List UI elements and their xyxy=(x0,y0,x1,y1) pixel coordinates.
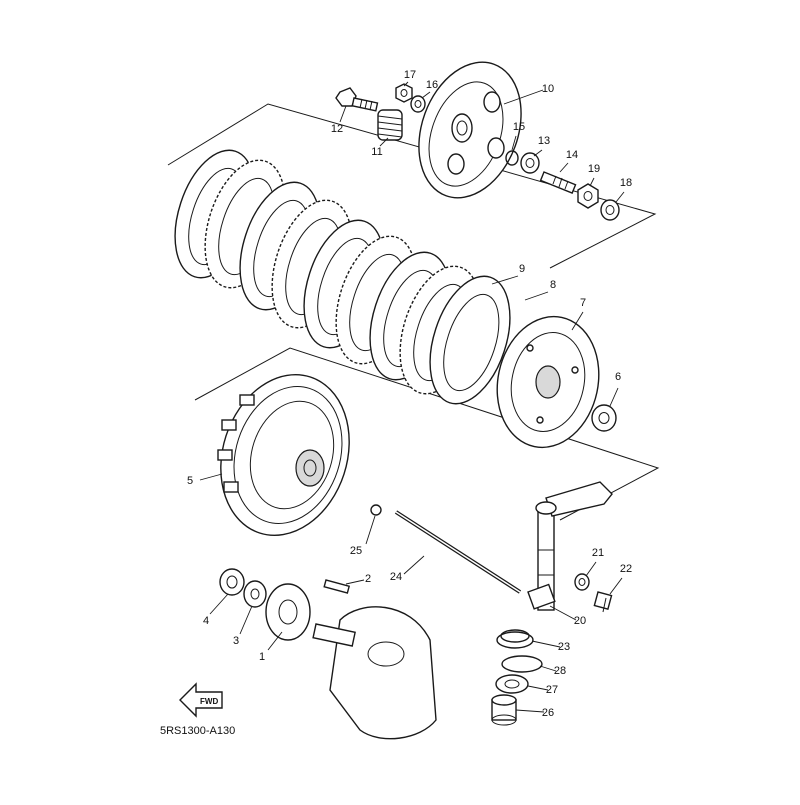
callout-number: 18 xyxy=(620,177,632,189)
callout-number: 6 xyxy=(615,371,621,383)
callout-number: 20 xyxy=(574,615,586,627)
callout-leader xyxy=(515,709,545,713)
callout-number: 4 xyxy=(203,615,209,627)
oil-seal-26 xyxy=(491,694,517,726)
o-ring-15 xyxy=(505,150,519,166)
callout-number: 14 xyxy=(566,149,578,161)
clutch-plate-inner xyxy=(443,293,500,392)
callout-number: 24 xyxy=(390,571,402,583)
callout-leader xyxy=(491,275,519,285)
push-rod-14 xyxy=(539,171,577,194)
lever-shaft-20 xyxy=(527,481,613,611)
callout-leader xyxy=(549,605,577,621)
callout-leader xyxy=(524,291,549,301)
callout-leader xyxy=(527,685,549,691)
pressure-plate xyxy=(418,61,522,199)
callout-number: 7 xyxy=(580,297,586,309)
callout-leader xyxy=(533,149,543,157)
callout-number: 12 xyxy=(331,123,343,135)
washer-3 xyxy=(243,580,267,608)
callout-leader xyxy=(339,105,347,123)
clutch-spring xyxy=(377,109,403,141)
callout-number: 28 xyxy=(554,665,566,677)
callout-number: 15 xyxy=(513,121,525,133)
washer-21 xyxy=(574,573,590,591)
callout-leader xyxy=(403,555,425,575)
callout-layer: 1234567891011121314151617181920212223242… xyxy=(187,69,632,719)
clutch-housing-5 xyxy=(217,373,350,537)
callout-number: 10 xyxy=(542,83,554,95)
callout-number: 9 xyxy=(519,263,525,275)
callout-number: 23 xyxy=(558,641,570,653)
bolt-22 xyxy=(593,591,613,613)
callout-leader xyxy=(571,311,584,331)
callout-leader xyxy=(539,665,557,672)
lock-washer-6 xyxy=(591,404,617,432)
callout-leader xyxy=(199,473,223,481)
callout-number: 21 xyxy=(592,547,604,559)
washer-16 xyxy=(410,95,426,113)
callout-leader xyxy=(609,387,619,407)
callout-leader xyxy=(421,91,431,99)
spring-23 xyxy=(496,629,534,649)
callout-leader xyxy=(267,631,283,651)
forward-arrow-label: FWD xyxy=(200,697,218,706)
callout-leader xyxy=(615,191,625,203)
nut-4 xyxy=(219,568,245,596)
callout-leader xyxy=(379,137,389,147)
callout-number: 5 xyxy=(187,475,193,487)
callout-leader xyxy=(503,89,544,105)
callout-leader xyxy=(559,162,569,173)
callout-number: 22 xyxy=(620,563,632,575)
callout-leader xyxy=(403,81,409,87)
bearing-27 xyxy=(495,674,529,694)
callout-leader xyxy=(531,640,561,648)
callout-leader xyxy=(585,561,597,577)
callout-number: 27 xyxy=(546,684,558,696)
push-rod-24 xyxy=(394,510,522,594)
callout-number: 26 xyxy=(542,707,554,719)
callout-number: 19 xyxy=(588,163,600,175)
callout-number: 25 xyxy=(350,545,362,557)
callout-number: 16 xyxy=(426,79,438,91)
crankcase-section xyxy=(312,606,437,740)
callout-leader xyxy=(511,135,517,151)
clutch-boss-7 xyxy=(496,315,600,449)
nut-19 xyxy=(577,183,599,209)
callout-number: 2 xyxy=(365,573,371,585)
callout-leader xyxy=(239,605,253,635)
callout-leader xyxy=(365,515,376,545)
ball-25 xyxy=(370,504,382,516)
reference-code: 5RS1300-A130 xyxy=(160,725,235,737)
callout-number: 8 xyxy=(550,279,556,291)
push-plate-13 xyxy=(520,152,540,174)
callout-leader xyxy=(589,177,595,187)
nut-17 xyxy=(395,83,413,103)
bolt xyxy=(335,87,379,112)
callout-number: 13 xyxy=(538,135,550,147)
circlip-28 xyxy=(501,655,543,673)
clutch-plate-stack xyxy=(174,149,511,405)
lock-washer-18 xyxy=(600,199,620,221)
callout-number: 3 xyxy=(233,635,239,647)
callout-number: 11 xyxy=(371,146,382,158)
callout-leader xyxy=(209,593,229,615)
forward-arrow-icon: FWD xyxy=(179,682,223,718)
drive-gear-1 xyxy=(265,583,311,641)
clutch-plate xyxy=(429,275,511,405)
key-2 xyxy=(323,579,351,594)
callout-leader xyxy=(345,579,365,585)
callout-leader xyxy=(609,577,623,595)
callout-number: 17 xyxy=(404,69,416,81)
callout-number: 1 xyxy=(259,651,265,663)
